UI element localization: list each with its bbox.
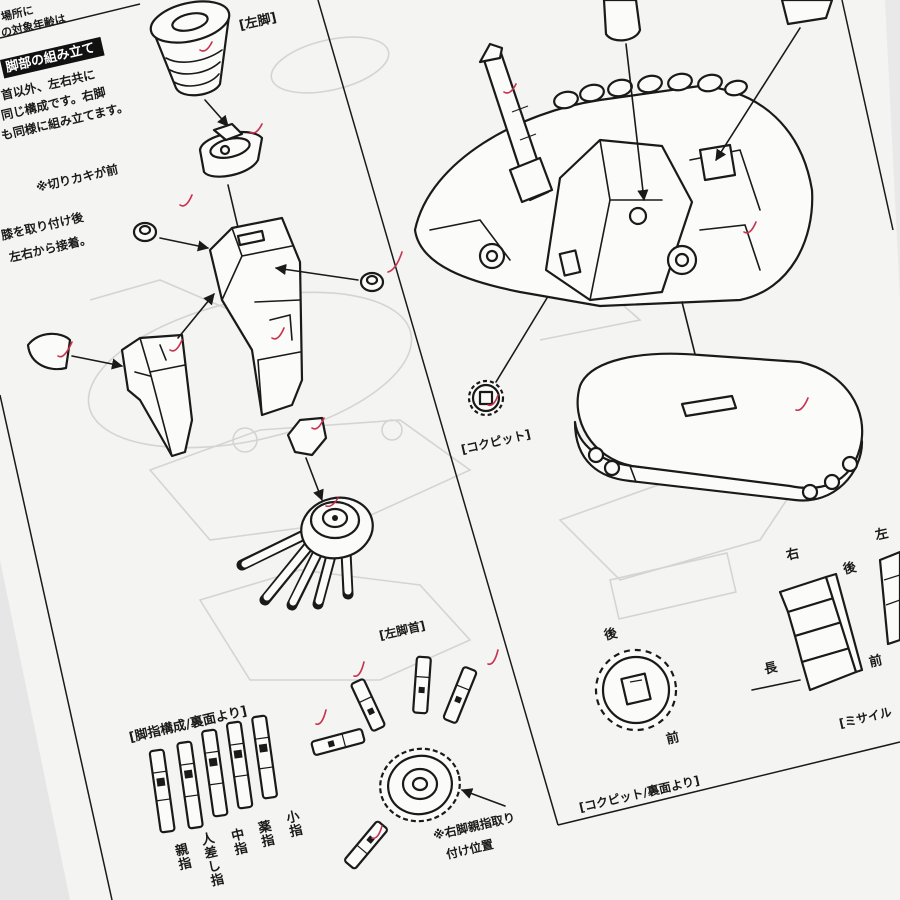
arrow-cap-to-armor [71,355,124,370]
right-foot-disc [379,747,461,823]
missile-dir-back: 後 [841,560,858,578]
missile-pod-right [878,550,900,646]
paper-shadow-left [0,560,70,900]
missile-pod-stack [751,572,864,692]
missile-dir-front: 前 [867,653,884,671]
arrow-ring-right [274,263,359,281]
left-ankle-foot [236,496,374,611]
arrow-top-right [715,27,801,161]
thigh-armor-part [208,216,304,417]
cockpit-dir-front: 前 [664,730,681,748]
paper-shadow-right [885,0,900,300]
top-right-piece [780,0,834,26]
cockpit-dir-back: 後 [602,626,619,644]
arrow-ring-left [159,237,210,252]
cockpit-gear-small [467,379,505,417]
toe-parts-row [148,714,278,834]
gun-barrel-part [478,42,554,204]
body-upper-part [413,72,814,308]
red-check-marks [57,41,809,840]
loose-toe-parts [310,655,478,870]
ankle-joint-part [198,122,264,178]
side-armor-part [120,333,194,458]
cockpit-gear-bottom-view [594,648,678,732]
arrow-armor-to-leg [177,293,215,339]
small-ring-right [359,271,385,293]
arrow-thumb-position [460,788,506,807]
missile-dir-left: 左 [873,526,890,544]
small-ring-left [132,221,158,243]
foot-cylinder-part [149,0,231,97]
arrow-knee-to-foot [305,457,324,502]
arrow-top-center [625,43,649,202]
arrow-foot-to-joint [204,99,229,127]
d-cap-part [26,332,72,371]
body-lower-platform [573,352,864,502]
top-center-piece [602,0,642,42]
missile-dir-right: 右 [784,546,801,564]
knee-part [286,416,328,457]
missile-dir-long: 長 [762,660,779,678]
